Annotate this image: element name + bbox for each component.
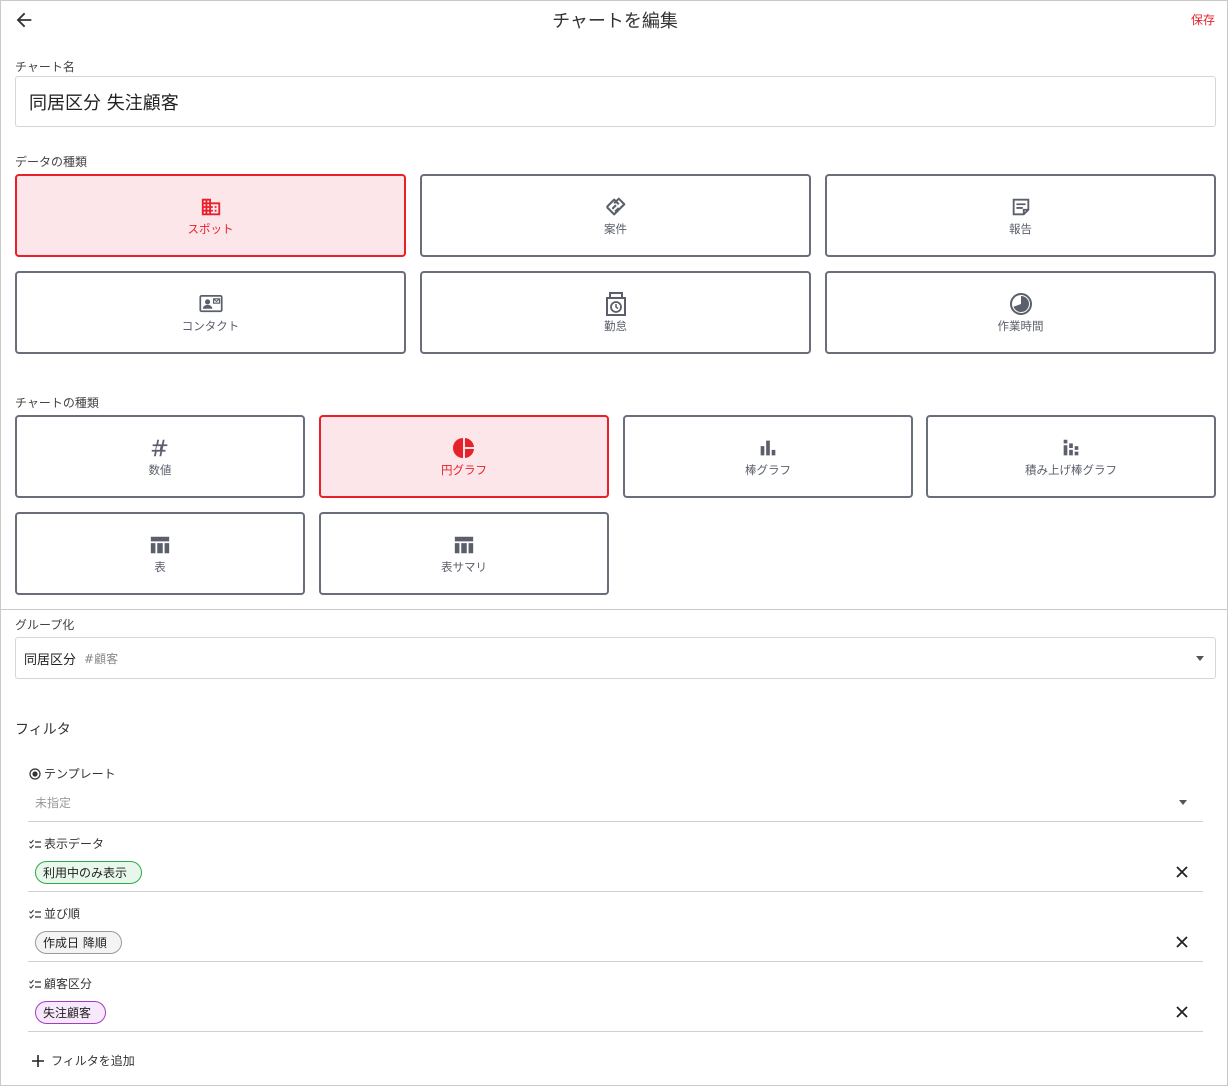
pie-chart-icon: [453, 437, 474, 458]
close-icon[interactable]: [1174, 934, 1190, 950]
template-select[interactable]: 未指定: [35, 796, 72, 810]
template-radio[interactable]: テンプレート: [29, 765, 116, 782]
tile-label: 報告: [1009, 221, 1032, 236]
tile-label: スポット: [187, 221, 234, 236]
data-type-report[interactable]: 報告: [825, 174, 1216, 257]
stacked-bar-icon: [1063, 439, 1079, 455]
filter-sort-order-label: 並び順: [29, 905, 80, 922]
grouping-select[interactable]: 同居区分 #顧客: [15, 637, 1216, 679]
close-icon[interactable]: [1174, 1004, 1190, 1020]
tile-label: 表: [154, 559, 166, 574]
plus-icon: [32, 1054, 44, 1067]
grouping-tag: #顧客: [84, 651, 119, 666]
add-filter-label: フィルタを追加: [51, 1054, 135, 1068]
tile-label: 棒グラフ: [745, 462, 791, 477]
hash-icon: [151, 439, 168, 456]
chart-type-table-summary[interactable]: 表サマリ: [319, 512, 609, 595]
arrow-left-icon: [16, 12, 32, 28]
row-divider: [28, 1031, 1203, 1032]
caret-down-icon: [1196, 656, 1204, 661]
bar-chart-icon: [760, 440, 776, 455]
page-title: チャートを編集: [552, 11, 678, 32]
tile-label: 勤怠: [604, 318, 627, 333]
table-summary-icon: [454, 536, 474, 553]
checklist-icon: [29, 909, 41, 919]
filter-label-text: 顧客区分: [44, 977, 93, 991]
filter-chip-created-desc[interactable]: 作成日 降順: [35, 931, 122, 954]
add-filter-button[interactable]: フィルタを追加: [31, 1052, 135, 1069]
filter-label-text: 表示データ: [44, 837, 105, 851]
grouping-label: グループ化: [15, 618, 75, 632]
data-type-spot[interactable]: スポット: [15, 174, 406, 257]
filter-chip-lost-customer[interactable]: 失注顧客: [35, 1001, 107, 1024]
chart-type-stacked-bar[interactable]: 積み上げ棒グラフ: [926, 415, 1216, 498]
tile-label: 数値: [148, 462, 172, 477]
top-bar: チャートを編集 保存: [1, 1, 1228, 39]
timer-icon: [605, 291, 626, 316]
chart-type-pie[interactable]: 円グラフ: [319, 415, 609, 498]
close-icon[interactable]: [1174, 864, 1190, 880]
grouping-value: 同居区分: [24, 652, 77, 668]
tile-label: 円グラフ: [441, 462, 487, 477]
chart-type-table[interactable]: 表: [15, 512, 305, 595]
filter-chip-active-only[interactable]: 利用中のみ表示: [35, 861, 143, 884]
filter-section-title: フィルタ: [15, 722, 71, 738]
contact-card-icon: [198, 294, 223, 312]
filter-label-text: 並び順: [44, 907, 81, 921]
chart-name-label: チャート名: [15, 60, 75, 74]
radio-checked-icon: [29, 767, 41, 780]
save-button[interactable]: 保存: [1190, 13, 1215, 27]
tile-label: 積み上げ棒グラフ: [1025, 462, 1117, 477]
tile-label: コンタクト: [181, 318, 240, 333]
template-label: テンプレート: [44, 767, 116, 781]
chart-type-number[interactable]: 数値: [15, 415, 305, 498]
filter-display-data-label: 表示データ: [29, 835, 104, 852]
caret-down-icon[interactable]: [1179, 800, 1187, 805]
table-icon: [150, 536, 170, 553]
row-divider: [28, 961, 1203, 962]
chart-name-input[interactable]: 同居区分 失注顧客: [15, 76, 1216, 127]
row-divider: [28, 891, 1203, 892]
handshake-icon: [605, 197, 625, 215]
data-type-contact[interactable]: コンタクト: [15, 271, 406, 354]
data-type-attendance[interactable]: 勤怠: [420, 271, 811, 354]
row-divider: [28, 821, 1203, 822]
clock-pie-icon: [1009, 292, 1032, 315]
tile-label: 案件: [604, 221, 627, 236]
data-type-deal[interactable]: 案件: [420, 174, 811, 257]
data-type-work-hours[interactable]: 作業時間: [825, 271, 1216, 354]
filter-customer-category-label: 顧客区分: [29, 975, 92, 992]
back-button[interactable]: [13, 9, 37, 31]
tile-label: 作業時間: [997, 318, 1044, 333]
tile-label: 表サマリ: [441, 559, 487, 574]
building-icon: [201, 198, 220, 215]
chart-type-label: チャートの種類: [15, 396, 99, 410]
checklist-icon: [29, 839, 41, 849]
chart-type-bar[interactable]: 棒グラフ: [623, 415, 913, 498]
checklist-icon: [29, 979, 41, 989]
note-icon: [1012, 198, 1029, 215]
section-divider: [1, 609, 1228, 610]
data-type-label: データの種類: [15, 155, 88, 169]
